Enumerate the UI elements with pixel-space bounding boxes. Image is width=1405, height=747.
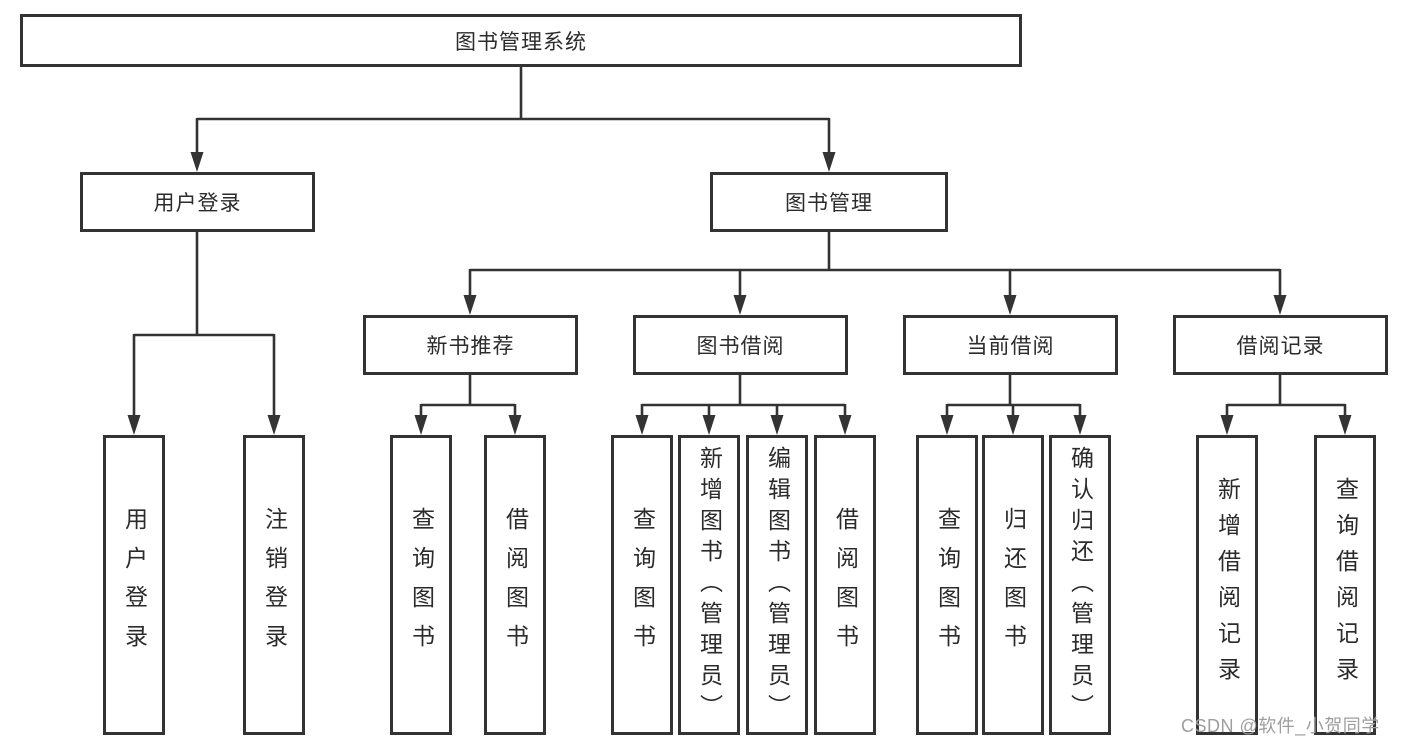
leaf-br-query-record: 查询借阅记录	[1314, 435, 1376, 735]
node-borrowing-records: 借阅记录	[1173, 315, 1388, 375]
leaf-bb-add-book-admin: 新增图书（管理员）	[678, 435, 740, 735]
node-book-borrowing: 图书借阅	[633, 315, 848, 375]
node-new-book-recommend-label: 新书推荐	[426, 335, 515, 358]
node-user-login-label: 用户登录	[153, 192, 242, 215]
node-library-system: 图书管理系统	[20, 14, 1022, 67]
leaf-rec-query-book: 查询图书	[390, 435, 452, 735]
leaf-rec-query-book-label: 查询图书	[408, 507, 435, 663]
node-borrowing-records-label: 借阅记录	[1236, 335, 1325, 358]
leaf-bb-add-book-admin-label: 新增图书（管理员）	[696, 445, 723, 725]
leaf-cb-return-book-label: 归还图书	[1000, 507, 1027, 663]
leaf-cb-confirm-return-admin-label: 确认归还（管理员）	[1067, 445, 1094, 725]
leaf-cb-confirm-return-admin: 确认归还（管理员）	[1049, 435, 1111, 735]
leaf-cb-query-book-label: 查询图书	[934, 507, 961, 663]
node-book-management: 图书管理	[710, 172, 948, 232]
node-new-book-recommend: 新书推荐	[363, 315, 578, 375]
leaf-bb-edit-book-admin: 编辑图书（管理员）	[746, 435, 808, 735]
leaf-logout-label: 注销登录	[261, 507, 288, 663]
leaf-logout: 注销登录	[243, 435, 305, 735]
leaf-bb-borrow-book-label: 借阅图书	[832, 507, 859, 663]
leaf-rec-borrow-book-label: 借阅图书	[502, 507, 529, 663]
node-user-login: 用户登录	[80, 172, 315, 232]
node-current-borrowing: 当前借阅	[903, 315, 1118, 375]
node-current-borrowing-label: 当前借阅	[966, 335, 1055, 358]
csdn-watermark: CSDN @软件_小贺同学	[1181, 716, 1380, 736]
leaf-user-login-label: 用户登录	[121, 507, 148, 663]
node-book-management-label: 图书管理	[785, 192, 873, 215]
leaf-br-add-record: 新增借阅记录	[1196, 435, 1258, 735]
leaf-cb-return-book: 归还图书	[982, 435, 1044, 735]
leaf-bb-query-book: 查询图书	[611, 435, 673, 735]
leaf-user-login: 用户登录	[103, 435, 165, 735]
leaf-rec-borrow-book: 借阅图书	[484, 435, 546, 735]
leaf-cb-query-book: 查询图书	[916, 435, 978, 735]
node-library-system-label: 图书管理系统	[455, 30, 587, 54]
leaf-bb-edit-book-admin-label: 编辑图书（管理员）	[764, 445, 791, 725]
node-book-borrowing-label: 图书借阅	[696, 335, 785, 358]
leaf-bb-borrow-book: 借阅图书	[814, 435, 876, 735]
leaf-br-add-record-label: 新增借阅记录	[1214, 477, 1241, 693]
leaf-br-query-record-label: 查询借阅记录	[1332, 477, 1359, 693]
leaf-bb-query-book-label: 查询图书	[629, 507, 656, 663]
